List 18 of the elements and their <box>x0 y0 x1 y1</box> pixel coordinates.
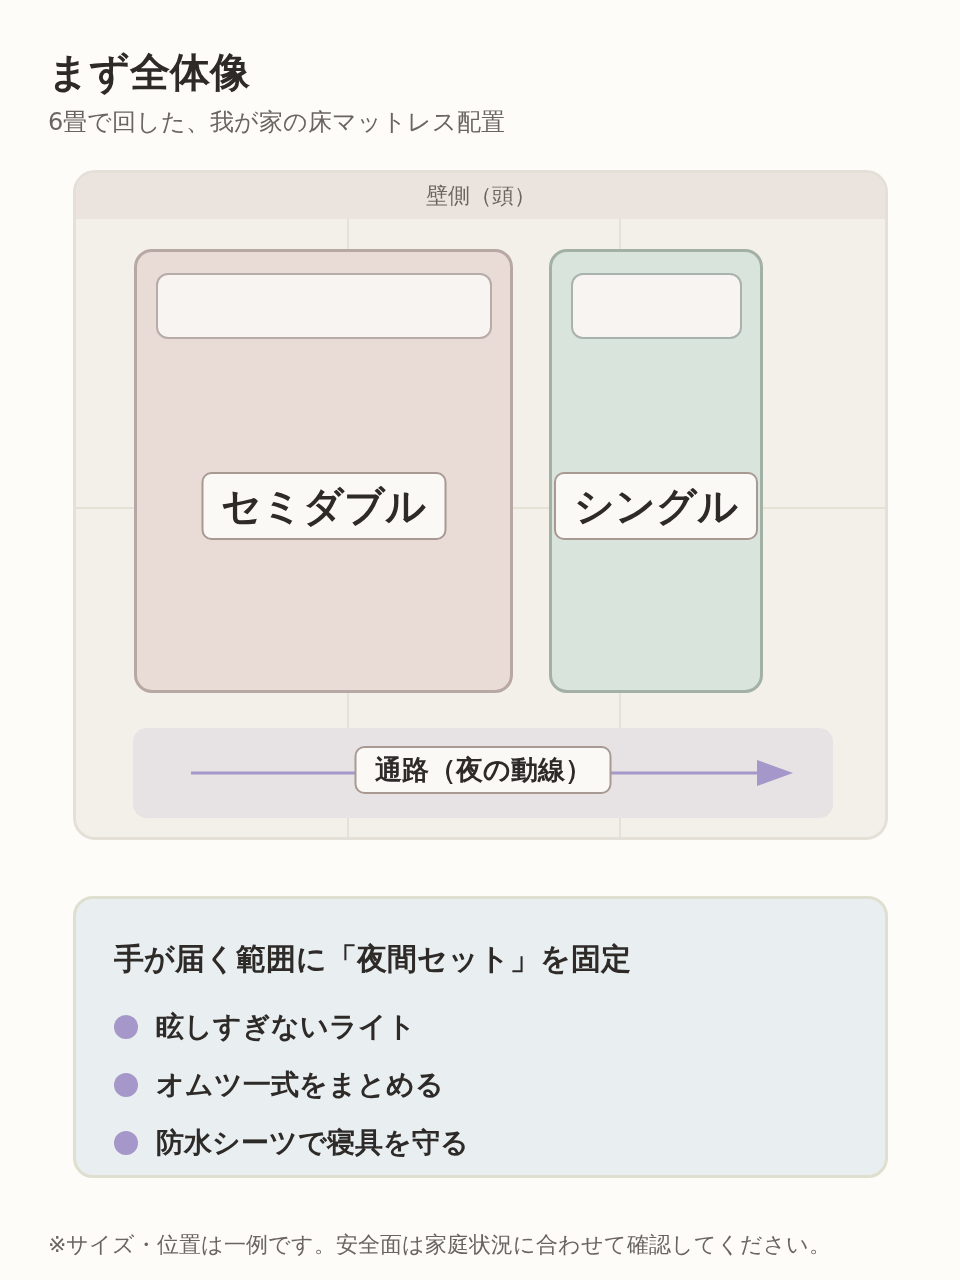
passage-label: 通路（夜の動線） <box>354 746 612 795</box>
card-heading: 手が届く範囲に「夜間セット」を固定 <box>114 940 632 978</box>
tip-card <box>73 896 888 1178</box>
pillow <box>156 273 492 339</box>
list-item-text: 防水シーツで寝具を守る <box>156 1125 469 1161</box>
title: まず全体像 <box>48 48 250 96</box>
caption: ※サイズ・位置は一例です。安全面は家庭状況に合わせて確認してください。 <box>48 1231 832 1259</box>
mattress <box>134 249 513 693</box>
wall-side-band: 壁側（頭） <box>76 173 885 219</box>
list-item-text: 眩しすぎないライト <box>156 1009 416 1045</box>
room-floor-panel <box>73 170 888 840</box>
mattress-label: セミダブル <box>201 472 446 540</box>
list-item-text: オムツ一式をまとめる <box>156 1067 444 1103</box>
mattress <box>549 249 763 693</box>
passage-band <box>133 728 833 818</box>
pillow <box>571 273 742 339</box>
subtitle: 6畳で回した、我が家の床マットレス配置 <box>48 107 506 138</box>
mattress-label: シングル <box>554 472 758 540</box>
